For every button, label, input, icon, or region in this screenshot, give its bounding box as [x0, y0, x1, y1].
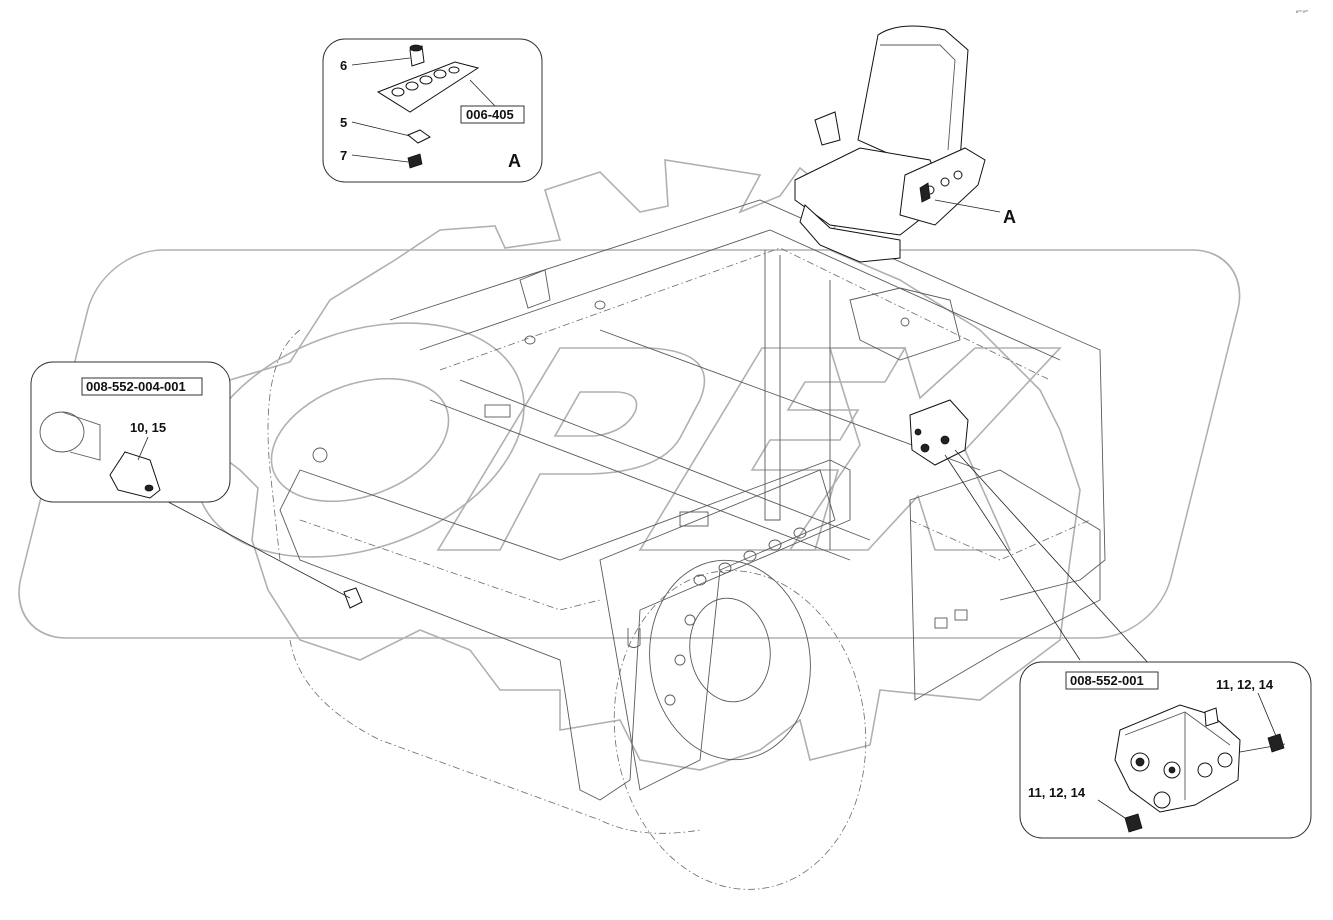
callout-6: 6	[340, 58, 347, 73]
switch-part-7	[407, 153, 423, 169]
front-frame-plate	[599, 469, 836, 791]
leader-10-15	[137, 436, 149, 461]
ref-006-405: 006-405	[466, 107, 514, 122]
fitting-bottom	[1124, 813, 1143, 833]
leader-5	[351, 121, 411, 137]
front-drum-hub	[689, 597, 771, 703]
valve-leader-1	[944, 454, 1081, 661]
callout-10-15: 10, 15	[130, 420, 166, 435]
callout-bottom: 11, 12, 14	[1028, 785, 1086, 800]
leader-7	[351, 154, 409, 163]
callout-5: 5	[340, 115, 347, 130]
seat-base	[799, 204, 901, 263]
seat-armrest-lever	[814, 111, 841, 146]
frame-valve-block	[909, 399, 969, 466]
cross-member-1	[429, 399, 851, 561]
leader-fitting-valve	[1239, 743, 1286, 753]
bracket-1	[484, 404, 511, 418]
ref-box-008-552-001	[1065, 671, 1159, 690]
machine-frame	[267, 199, 1106, 890]
detail-left-panel: 008-552-004-001 10, 15	[30, 361, 231, 503]
bracket-3	[934, 617, 948, 629]
bracket-2	[679, 511, 709, 527]
callout-7: 7	[340, 148, 347, 163]
seat-mount-plate	[849, 287, 961, 361]
detail-a-frame	[322, 38, 543, 183]
detail-left-frame	[30, 361, 231, 503]
seat-view-marker: A	[1003, 207, 1016, 227]
rear-box	[909, 469, 1101, 701]
chassis-upper-rail	[419, 229, 1061, 361]
console-joystick	[919, 182, 931, 203]
callout-top: 11, 12, 14	[1216, 677, 1274, 692]
watermark-letter-o-inner	[270, 377, 450, 503]
switch-panel	[376, 61, 480, 113]
seat-leader-line	[934, 199, 1001, 213]
leader-6	[351, 57, 411, 66]
rear-post-left	[764, 250, 781, 521]
valve-block	[1114, 704, 1241, 813]
switch-part-5	[407, 129, 431, 144]
small-pipe	[627, 628, 641, 648]
corner-mark: 6⁰⁰ 9⁰⁰	[1296, 9, 1308, 14]
rear-roller-top	[267, 329, 301, 561]
front-frame	[279, 459, 851, 801]
frame-holes	[312, 300, 807, 706]
ref-box-008-552-004-001	[81, 377, 203, 396]
control-console	[899, 147, 986, 226]
valve-leader-2	[954, 449, 1151, 666]
ref-box-006-405	[460, 105, 525, 124]
ref-008-552-004-001: 008-552-004-001	[86, 379, 186, 394]
ref-008-552-001: 008-552-001	[1070, 673, 1144, 688]
rear-box-dash	[909, 519, 1091, 561]
leader-top	[1257, 692, 1277, 737]
frame-sensor	[343, 587, 363, 609]
front-drum-disc	[649, 559, 811, 761]
cross-member-2	[459, 379, 871, 541]
rear-roller-outline	[289, 639, 701, 834]
watermark-gear	[198, 159, 1081, 771]
seat-backrest	[857, 25, 969, 173]
detail-a-view-label: A	[508, 151, 521, 171]
front-drum-outline	[613, 570, 867, 890]
chassis-dash-rail	[439, 247, 1051, 381]
operator-seat	[794, 25, 986, 263]
detail-a-panel: 6 5 7 006-405 A	[322, 38, 543, 183]
leader-006-405	[469, 79, 496, 107]
leader-bottom	[1097, 799, 1129, 821]
motor-housing	[61, 411, 101, 461]
watermark-letter-p	[436, 347, 706, 551]
switch-panel-knobs	[391, 66, 460, 97]
latch-top	[519, 269, 551, 309]
chassis-left-rail	[389, 199, 1106, 601]
front-frame-dash	[299, 519, 601, 611]
detail-right-panel: 008-552-001 11, 12, 14 11, 12, 14	[1019, 661, 1312, 839]
bracket-4	[954, 609, 968, 621]
left-detail-leader	[154, 494, 351, 599]
